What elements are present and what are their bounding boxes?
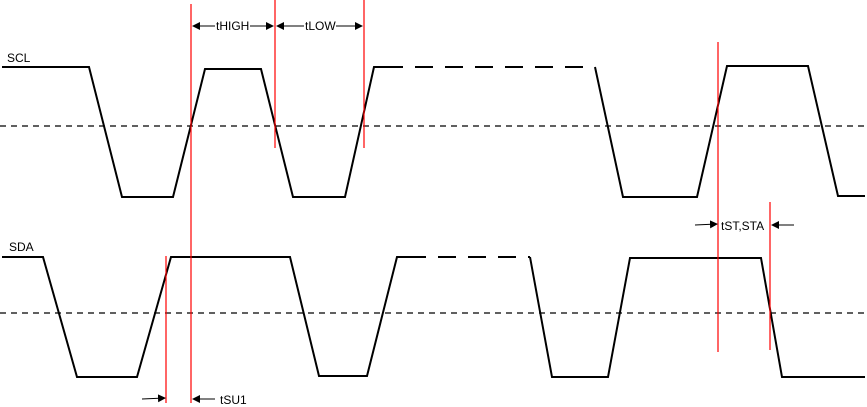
tststa-label: tST,STA	[721, 219, 764, 233]
tlow-label: tLOW	[305, 19, 336, 33]
tsu1-arrow-left	[141, 394, 166, 403]
scl-waveform-2	[594, 65, 865, 198]
thigh-label: tHIGH	[216, 19, 249, 33]
tststa-arrow-left	[694, 220, 718, 229]
scl-waveform	[2, 66, 385, 198]
sda-label: SDA	[9, 240, 34, 254]
sda-waveform-2	[529, 256, 865, 378]
sda-waveform	[2, 256, 408, 378]
tsu1-label: tSU1	[220, 393, 247, 407]
scl-label: SCL	[7, 51, 31, 65]
